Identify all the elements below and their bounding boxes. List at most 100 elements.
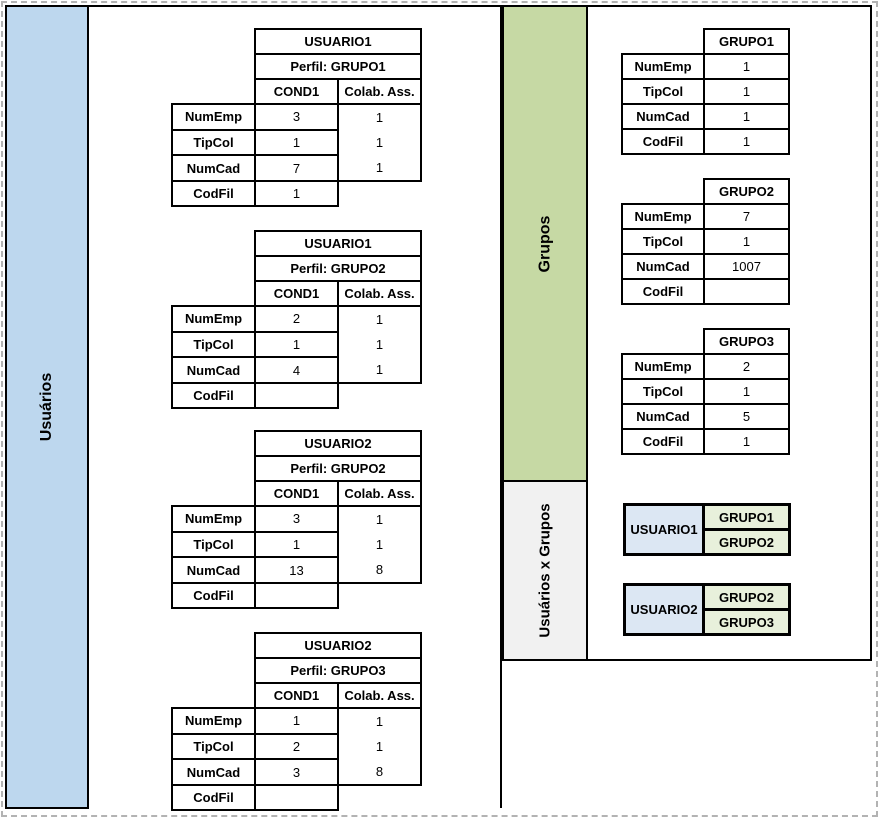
row-label: TipCol [621,228,705,255]
col-header-cond: COND1 [254,480,339,507]
table-title: USUARIO1 [254,28,422,55]
colab-values-cell: 1 1 1 [337,305,422,384]
row-label: NumEmp [171,103,256,131]
cond-value: 1 [254,530,339,559]
group-value: 1 [703,53,790,80]
group-value: 7 [703,203,790,230]
table-title: USUARIO2 [254,430,422,457]
colab-value: 8 [375,562,384,577]
mapping-user-cell: USUARIO1 [623,503,705,556]
cond-value: 13 [254,556,339,584]
row-label: NumCad [171,556,256,584]
row-label: NumEmp [171,305,256,333]
usuarios-strip: Usuários [5,5,89,809]
mapping-group-cell: GRUPO2 [702,583,791,611]
row-label: NumCad [621,103,705,130]
cond-value: 1 [254,128,339,157]
col-header-colab: Colab. Ass. [337,682,422,709]
group-value [703,278,790,305]
colab-values-cell: 1 1 1 [337,103,422,182]
group-value: 2 [703,353,790,380]
cond-value [254,382,339,409]
row-label: NumCad [171,356,256,384]
col-header-colab: Colab. Ass. [337,480,422,507]
row-label: CodFil [621,128,705,155]
table-title: USUARIO2 [254,632,422,659]
cond-value: 3 [254,103,339,131]
colab-value: 1 [375,739,384,754]
perfil-label: Perfil: GRUPO2 [254,455,422,482]
colab-value: 1 [375,537,384,552]
col-header-colab: Colab. Ass. [337,280,422,307]
group-value: 1 [703,128,790,155]
mapping-user-cell: USUARIO2 [623,583,705,636]
row-label: CodFil [171,784,256,811]
colab-value: 1 [375,337,384,352]
col-header-cond: COND1 [254,78,339,105]
cond-value [254,784,339,811]
perfil-label: Perfil: GRUPO3 [254,657,422,684]
mapping-group-cell: GRUPO2 [702,528,791,556]
mapping-group-cell: GRUPO1 [702,503,791,531]
row-label: NumEmp [171,505,256,533]
usuarios-strip-label: Usuários [38,372,55,442]
row-label: NumCad [171,758,256,786]
group-value: 1007 [703,253,790,280]
row-label: TipCol [621,78,705,105]
colab-value: 1 [375,362,384,377]
colab-value: 1 [375,135,384,150]
row-label: TipCol [621,378,705,405]
row-label: CodFil [171,382,256,409]
col-header-cond: COND1 [254,682,339,709]
group-title: GRUPO1 [703,28,790,55]
colab-value: 1 [375,110,384,125]
perfil-label: Perfil: GRUPO2 [254,255,422,282]
group-value: 1 [703,78,790,105]
cond-value: 3 [254,758,339,786]
perfil-label: Perfil: GRUPO1 [254,53,422,80]
row-label: TipCol [171,128,256,157]
row-label: NumCad [621,403,705,430]
group-value: 1 [703,428,790,455]
colab-value: 1 [375,160,384,175]
colab-value: 1 [375,312,384,327]
cond-value: 1 [254,180,339,207]
mapping-block-1: USUARIO1 GRUPO1 GRUPO2 [623,503,791,556]
cond-value [254,582,339,609]
row-label: NumEmp [171,707,256,735]
table-title: USUARIO1 [254,230,422,257]
row-label: CodFil [621,428,705,455]
colab-value: 1 [375,512,384,527]
colab-values-cell: 1 1 8 [337,505,422,584]
grupos-strip-label: Grupos [535,215,553,272]
cond-value: 1 [254,707,339,735]
colab-value: 1 [375,714,384,729]
row-label: CodFil [621,278,705,305]
group-value: 1 [703,378,790,405]
colab-values-cell: 1 1 8 [337,707,422,786]
row-label: NumEmp [621,203,705,230]
row-label: NumEmp [621,353,705,380]
mapping-block-2: USUARIO2 GRUPO2 GRUPO3 [623,583,791,636]
usuarios-x-grupos-strip-label: Usuários x Grupos [536,503,554,638]
col-header-cond: COND1 [254,280,339,307]
row-label: CodFil [171,180,256,207]
group-title: GRUPO3 [703,328,790,355]
cond-value: 7 [254,154,339,182]
usuarios-x-grupos-strip: Usuários x Grupos [502,480,588,661]
col-header-colab: Colab. Ass. [337,78,422,105]
right-section-box [500,5,872,661]
cond-value: 1 [254,330,339,359]
row-label: TipCol [171,732,256,761]
cond-value: 2 [254,732,339,761]
group-value: 5 [703,403,790,430]
top-border-line [89,5,502,7]
mapping-group-cell: GRUPO3 [702,608,791,636]
